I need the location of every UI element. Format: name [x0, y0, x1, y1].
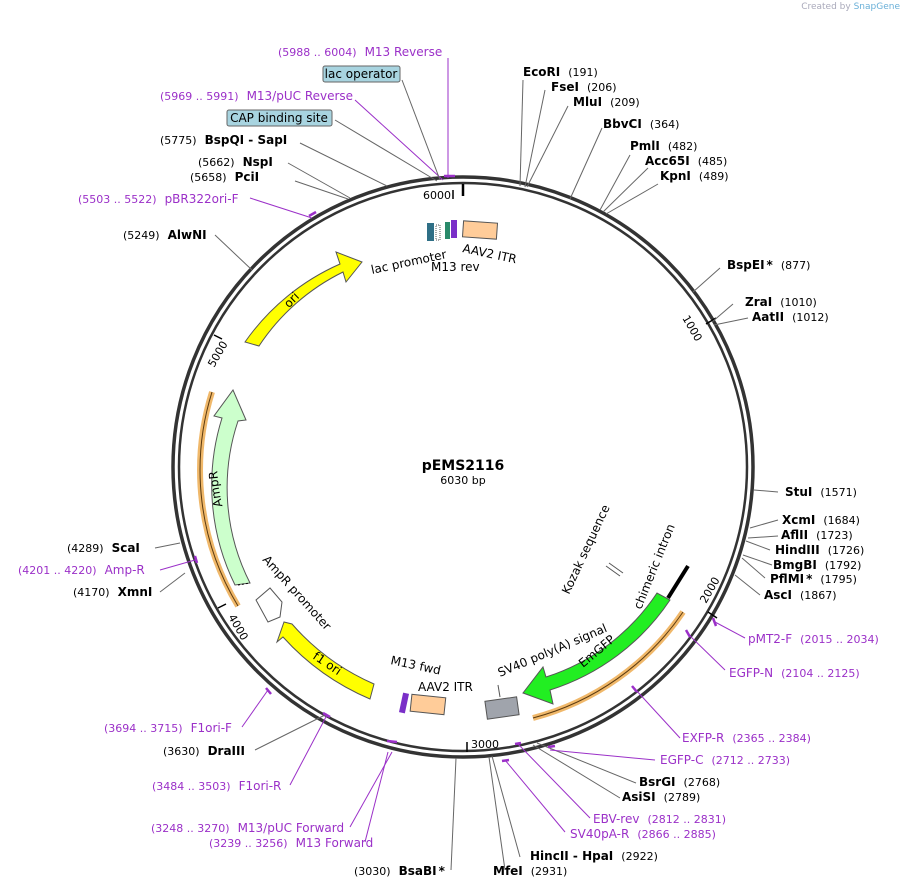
credit-prefix: Created by: [801, 2, 851, 12]
enzyme-asisi: AsiSI(2789): [622, 790, 700, 804]
primer-labels: (5988 .. 6004)M13 Reverse (5969 .. 5991)…: [18, 45, 879, 850]
enzyme-bbvci: BbvCI(364): [603, 117, 679, 131]
f1-ori-arrow: [275, 621, 375, 700]
enzyme-aatii: AatII(1012): [752, 310, 829, 324]
enzyme-labels: EcoRI(191) FseI(206) MluI(209) BbvCI(364…: [67, 65, 864, 878]
primer-m13puc-reverse: (5969 .. 5991)M13/pUC Reverse: [160, 89, 353, 103]
enzyme-pflmi: PflMI*(1795): [770, 572, 857, 586]
primer-m13-reverse: (5988 .. 6004)M13 Reverse: [278, 45, 442, 59]
plasmid-name: pEMS2116: [422, 458, 505, 474]
backbone-outer: [171, 175, 755, 759]
enzyme-nspi: (5662)NspI: [198, 155, 273, 169]
ampr-arrow: [211, 388, 251, 586]
enzyme-zrai: ZraI(1010): [745, 295, 817, 309]
primer-pmt2-f: pMT2-F(2015 .. 2034): [748, 632, 879, 646]
primer-sv40pa-r: SV40pA-R(2866 .. 2885): [570, 827, 716, 841]
boxed-features: lac operator CAP binding site: [226, 65, 401, 127]
enzyme-ecori: EcoRI(191): [523, 65, 598, 79]
kozak-mark-2: [608, 562, 624, 574]
primer-pbr322ori-f: (5503 .. 5522)pBR322ori-F: [78, 192, 239, 206]
ruler-label-3000: 3000: [471, 738, 499, 751]
intron-bar: [666, 564, 690, 600]
ori-arrow: [244, 251, 363, 347]
sv40-polya-block: [484, 696, 520, 720]
enzyme-bmgbi: BmgBI(1792): [773, 558, 861, 572]
cap-site-text: CAP binding site: [230, 111, 328, 125]
enzyme-kpni: KpnI(489): [660, 169, 729, 183]
egfp-highlight-core: [532, 611, 684, 719]
ruler-label-6000: 6000: [423, 189, 451, 202]
enzyme-bsrgi: BsrGI(2768): [639, 775, 720, 789]
ampr-highlight-core: [199, 391, 239, 607]
kozak-mark: [605, 565, 621, 577]
primer-m13-forward: (3239 .. 3256)M13 Forward: [209, 836, 373, 850]
enzyme-xcmi: XcmI(1684): [782, 513, 860, 527]
m13-rev-block: [451, 220, 457, 238]
m13-fwd-label: M13 fwd: [389, 653, 442, 677]
lac-operator-box: [322, 65, 401, 83]
aav2-itr-right-label: AAV2 ITR: [418, 680, 473, 694]
m13-rev-label: M13 rev: [431, 260, 480, 274]
enzyme-bspei: BspEI*(877): [727, 258, 810, 272]
leader-lines: [154, 58, 779, 871]
enzyme-pcii: (5658)PciI: [190, 170, 259, 184]
primer-ebv-rev: EBV-rev(2812 .. 2831): [593, 812, 726, 826]
ampr-label: AmpR: [206, 470, 225, 508]
primer-m13puc-forward: (3248 .. 3270)M13/pUC Forward: [151, 821, 344, 835]
primer-egfp-c: EGFP-C(2712 .. 2733): [660, 753, 790, 767]
aav2-itr-left: [461, 220, 499, 240]
enzyme-hindiii: HindIII(1726): [775, 543, 864, 557]
enzyme-asci: AscI(1867): [764, 588, 837, 602]
cap-site-box: [226, 109, 333, 127]
primer-egfp-n: EGFP-N(2104 .. 2125): [729, 666, 860, 680]
egfp-highlight: [532, 610, 686, 721]
snapgene-credit: Created by SnapGene: [801, 2, 900, 12]
enzyme-hincii-hpai: HincII - HpaI(2922): [530, 849, 658, 863]
enzyme-aflii: AflII(1723): [781, 528, 853, 542]
enzyme-bsabi: (3030)BsaBI*: [354, 864, 446, 878]
enzyme-xmni: (4170)XmnI: [73, 585, 152, 599]
enzyme-acc65i: Acc65I(485): [645, 154, 727, 168]
plasmid-size: 6030 bp: [440, 474, 485, 487]
snapgene-logo: SnapGene: [853, 2, 900, 12]
enzyme-scai: (4289)ScaI: [67, 541, 140, 555]
enzyme-fsei: FseI(206): [551, 80, 617, 94]
kozak-label: Kozak sequence: [559, 503, 613, 597]
enzyme-mlui: MluI(209): [573, 95, 640, 109]
primer-marks: [193, 174, 718, 763]
lac-operator-block: [445, 222, 450, 239]
ampr-promoter-arrow: [255, 587, 283, 623]
egfp-arrow: [522, 592, 671, 705]
enzyme-alwni: (5249)AlwNI: [123, 228, 207, 242]
aav2-itr-right: [409, 693, 447, 716]
enzyme-pmli: PmlI(482): [630, 139, 697, 153]
lac-operator-text: lac operator: [325, 67, 398, 81]
ruler-label-1000: 1000: [679, 313, 704, 344]
enzyme-stui: StuI(1571): [785, 485, 857, 499]
lac-promoter-block: [427, 223, 434, 241]
primer-amp-r: (4201 .. 4220)Amp-R: [18, 563, 145, 577]
enzyme-bspqi-sapi: (5775)BspQI - SapI: [160, 133, 287, 147]
primer-f1ori-r: (3484 .. 3503)F1ori-R: [152, 779, 281, 793]
enzyme-mfei: MfeI(2931): [493, 864, 567, 878]
primer-f1ori-f: (3694 .. 3715)F1ori-F: [104, 721, 232, 735]
ruler-label-5000: 5000: [205, 339, 230, 370]
sv40-polya-tick: [497, 684, 501, 698]
primer-exfp-r: EXFP-R(2365 .. 2384): [682, 731, 811, 745]
m13-fwd-block: [398, 692, 410, 714]
enzyme-draiii: (3630)DraIII: [163, 744, 245, 758]
backbone-inner: [177, 181, 749, 753]
cap-site-block: [435, 224, 441, 241]
